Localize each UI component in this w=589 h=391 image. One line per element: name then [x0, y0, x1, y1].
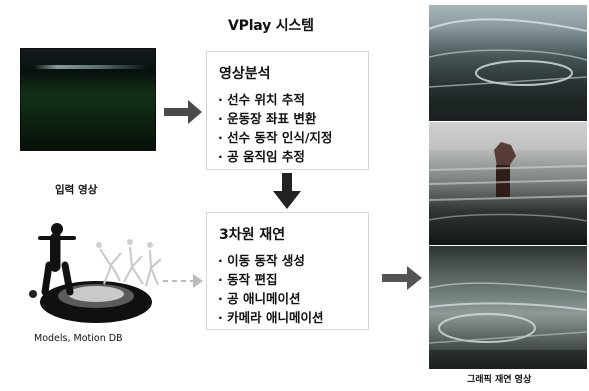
analysis-box: 영상분석 선수 위치 추적 운동장 좌표 변환 선수 동작 인식/지정 공 움직…: [206, 51, 369, 170]
down-arrow-icon: [273, 173, 301, 209]
reconstruction-item: 동작 편집: [218, 270, 323, 289]
reconstruction-item: 카메라 애니메이션: [218, 308, 323, 327]
analysis-title: 영상분석: [219, 66, 271, 82]
dashed-right-arrow-icon: [163, 274, 203, 288]
analysis-item: 선수 위치 추적: [218, 90, 332, 109]
reconstruction-item: 공 애니메이션: [218, 289, 323, 308]
reconstruction-list: 이동 동작 생성 동작 편집 공 애니메이션 카메라 애니메이션: [218, 251, 323, 327]
input-video-label: 입력 영상: [55, 184, 98, 196]
render-frame: [429, 5, 587, 121]
reconstruction-title: 3차원 재연: [219, 227, 286, 243]
graphic-reconstruction-frames: [429, 5, 587, 369]
analysis-item: 공 움직임 추정: [218, 147, 332, 166]
reconstruction-box: 3차원 재연 이동 동작 생성 동작 편집 공 애니메이션 카메라 애니메이션: [206, 212, 369, 330]
right-arrow-icon: [164, 100, 202, 124]
render-frame: [429, 122, 587, 245]
input-video-frame: [20, 48, 156, 151]
reconstruction-item: 이동 동작 생성: [218, 251, 323, 270]
models-motion-db-image: [18, 220, 173, 330]
models-label: Models, Motion DB: [34, 333, 123, 344]
analysis-item: 선수 동작 인식/지정: [218, 128, 332, 147]
right-arrow-icon: [382, 266, 422, 290]
analysis-item: 운동장 좌표 변환: [218, 109, 332, 128]
diagram-title: VPlay 시스템: [228, 18, 314, 34]
graphic-reconstruction-label: 그래픽 재연 영상: [467, 375, 532, 385]
render-frame: [429, 246, 587, 369]
analysis-list: 선수 위치 추적 운동장 좌표 변환 선수 동작 인식/지정 공 움직임 추정: [218, 90, 332, 166]
